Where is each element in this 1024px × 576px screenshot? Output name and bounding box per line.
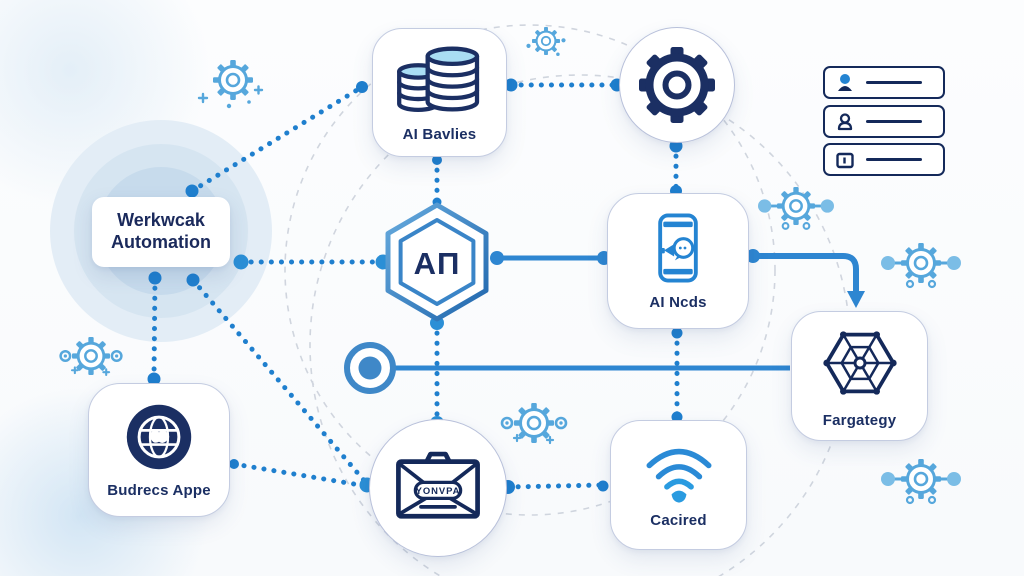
coins-icon [396,46,479,112]
connection-hexagon-mobile [490,251,611,265]
form-row [823,143,945,176]
hex-network-icon [822,331,897,395]
network-gear-icon [758,187,834,229]
node-briefcase: YONVPA [369,419,507,557]
form-row [823,105,945,138]
node-label: AI Ncds [649,294,707,311]
placeholder-line [866,81,922,84]
gear-nodes-icon [502,403,566,443]
connection-hub-data [189,84,365,194]
user-icon [837,112,853,130]
node-mobile: AI Ncds [607,193,749,329]
node-label: Budrecs Appe [107,482,211,499]
form-row [823,66,945,99]
gear-sparkle-icon [526,25,566,57]
briefcase-label: YONVPA [416,485,461,496]
gear-nodes-icon [61,337,122,375]
connection-hub-briefcase [190,277,370,487]
node-gear [619,27,735,143]
briefcase-icon: YONVPA [396,451,480,519]
node-hub: Werkwcak Automation [92,197,230,267]
placeholder-line [866,158,922,161]
timeline-connector [344,342,790,394]
node-api-hexagon: AΠ [385,202,489,322]
person-pin-icon [838,73,852,91]
hub-label: Werkwcak Automation [111,210,211,252]
node-data-stack: AI Bavlies [372,28,507,157]
network-gear-icon [881,243,961,287]
network-gear-icon [881,459,961,503]
placeholder-line [866,120,922,123]
wifi-icon [646,448,712,503]
node-label: Cacired [650,512,707,529]
node-strategy: Fargategy [791,311,928,441]
api-hexagon-label: AΠ [414,246,461,281]
gear-icon [639,47,715,123]
phone-chat-icon [658,213,698,283]
globe-icon [126,404,192,470]
node-apps: Budrecs Appe [88,383,230,517]
card-icon [836,152,854,168]
node-wifi: Cacired [610,420,747,550]
node-label: AI Bavlies [402,125,477,143]
connection-briefcase-wifi [505,482,606,490]
gear-sparkle-icon [197,58,264,109]
node-label: Fargategy [822,412,897,429]
arrowhead-icon [847,291,865,308]
connection-hub-apps [151,275,158,381]
connection-mobile-strategy [746,249,865,308]
connection-apps-briefcase [231,461,363,488]
